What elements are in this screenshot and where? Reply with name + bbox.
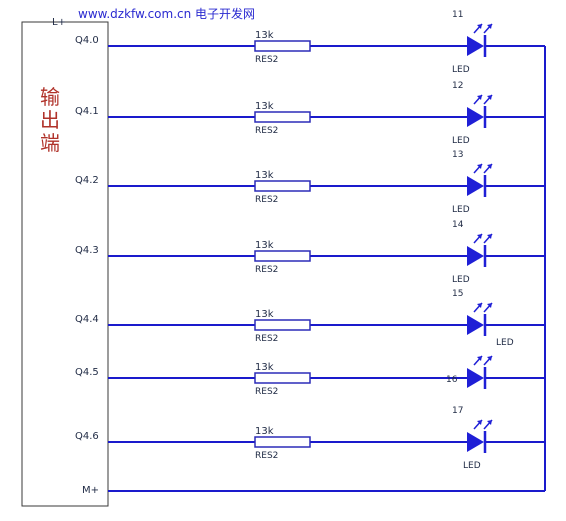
resistor-symbol [254,111,311,123]
module-title-char-1: 输 [40,85,60,109]
light-arrowhead-icon [477,95,482,100]
led-diode-icon [467,315,484,335]
supply-label: L+ [52,17,66,28]
output-module-box [21,21,109,507]
resistor-value-label: 13k [255,101,274,112]
resistor-symbol [254,40,311,52]
led-number-label: 17 [452,406,463,416]
resistor-name-label: RES2 [255,126,278,136]
resistor-name-label: RES2 [255,387,278,397]
light-arrowhead-icon [487,356,492,361]
led-diode-icon [467,107,484,127]
module-title-char-2: 出 [40,108,60,132]
resistor-name-label: RES2 [255,195,278,205]
output-terminal-label: Q4.5 [75,367,99,378]
common-label: M+ [82,485,99,496]
resistor-value-label: 13k [255,362,274,373]
led-diode-icon [467,432,484,452]
led-type-label: LED [452,205,470,215]
light-arrowhead-icon [477,303,482,308]
resistor-value-label: 13k [255,309,274,320]
led-number-label: 11 [452,10,463,20]
led-number-label: 13 [452,150,463,160]
output-terminal-label: Q4.2 [75,175,99,186]
led-number-label: 12 [452,81,463,91]
output-terminal-label: Q4.3 [75,245,99,256]
light-arrowhead-icon [487,95,492,100]
output-terminal-label: Q4.4 [75,314,99,325]
led-diode-icon [467,36,484,56]
light-arrowhead-icon [487,234,492,239]
watermark-text: www.dzkfw.com.cn 电子开发网 [78,6,255,21]
output-terminal-label: Q4.0 [75,35,99,46]
resistor-name-label: RES2 [255,265,278,275]
resistor-value-label: 13k [255,30,274,41]
light-arrowhead-icon [487,164,492,169]
resistor-symbol [254,372,311,384]
resistor-symbol [254,180,311,192]
light-arrowhead-icon [477,356,482,361]
resistor-name-label: RES2 [255,451,278,461]
led-type-label: LED [452,275,470,285]
resistor-symbol [254,250,311,262]
resistor-value-label: 13k [255,170,274,181]
light-arrowhead-icon [487,303,492,308]
light-arrowhead-icon [477,420,482,425]
led-diode-icon [467,176,484,196]
led-diode-icon [467,246,484,266]
led-type-label: LED [452,136,470,146]
resistor-name-label: RES2 [255,334,278,344]
light-arrowhead-icon [477,234,482,239]
light-arrowhead-icon [477,24,482,29]
led-number-label: 14 [452,220,464,230]
light-arrowhead-icon [487,420,492,425]
led-type-label: LED [496,338,514,348]
output-terminal-label: Q4.6 [75,431,99,442]
resistor-value-label: 13k [255,426,274,437]
resistor-name-label: RES2 [255,55,278,65]
output-terminal-label: Q4.1 [75,106,99,117]
light-arrowhead-icon [487,24,492,29]
resistor-value-label: 13k [255,240,274,251]
led-diode-icon [467,368,484,388]
led-type-label: LED [463,461,481,471]
resistor-symbol [254,436,311,448]
led-number-label: 15 [452,289,463,299]
light-arrowhead-icon [477,164,482,169]
led-number-label: 16 [446,375,458,385]
resistor-symbol [254,319,311,331]
module-title-char-3: 端 [40,131,60,155]
led-type-label: LED [452,65,470,75]
